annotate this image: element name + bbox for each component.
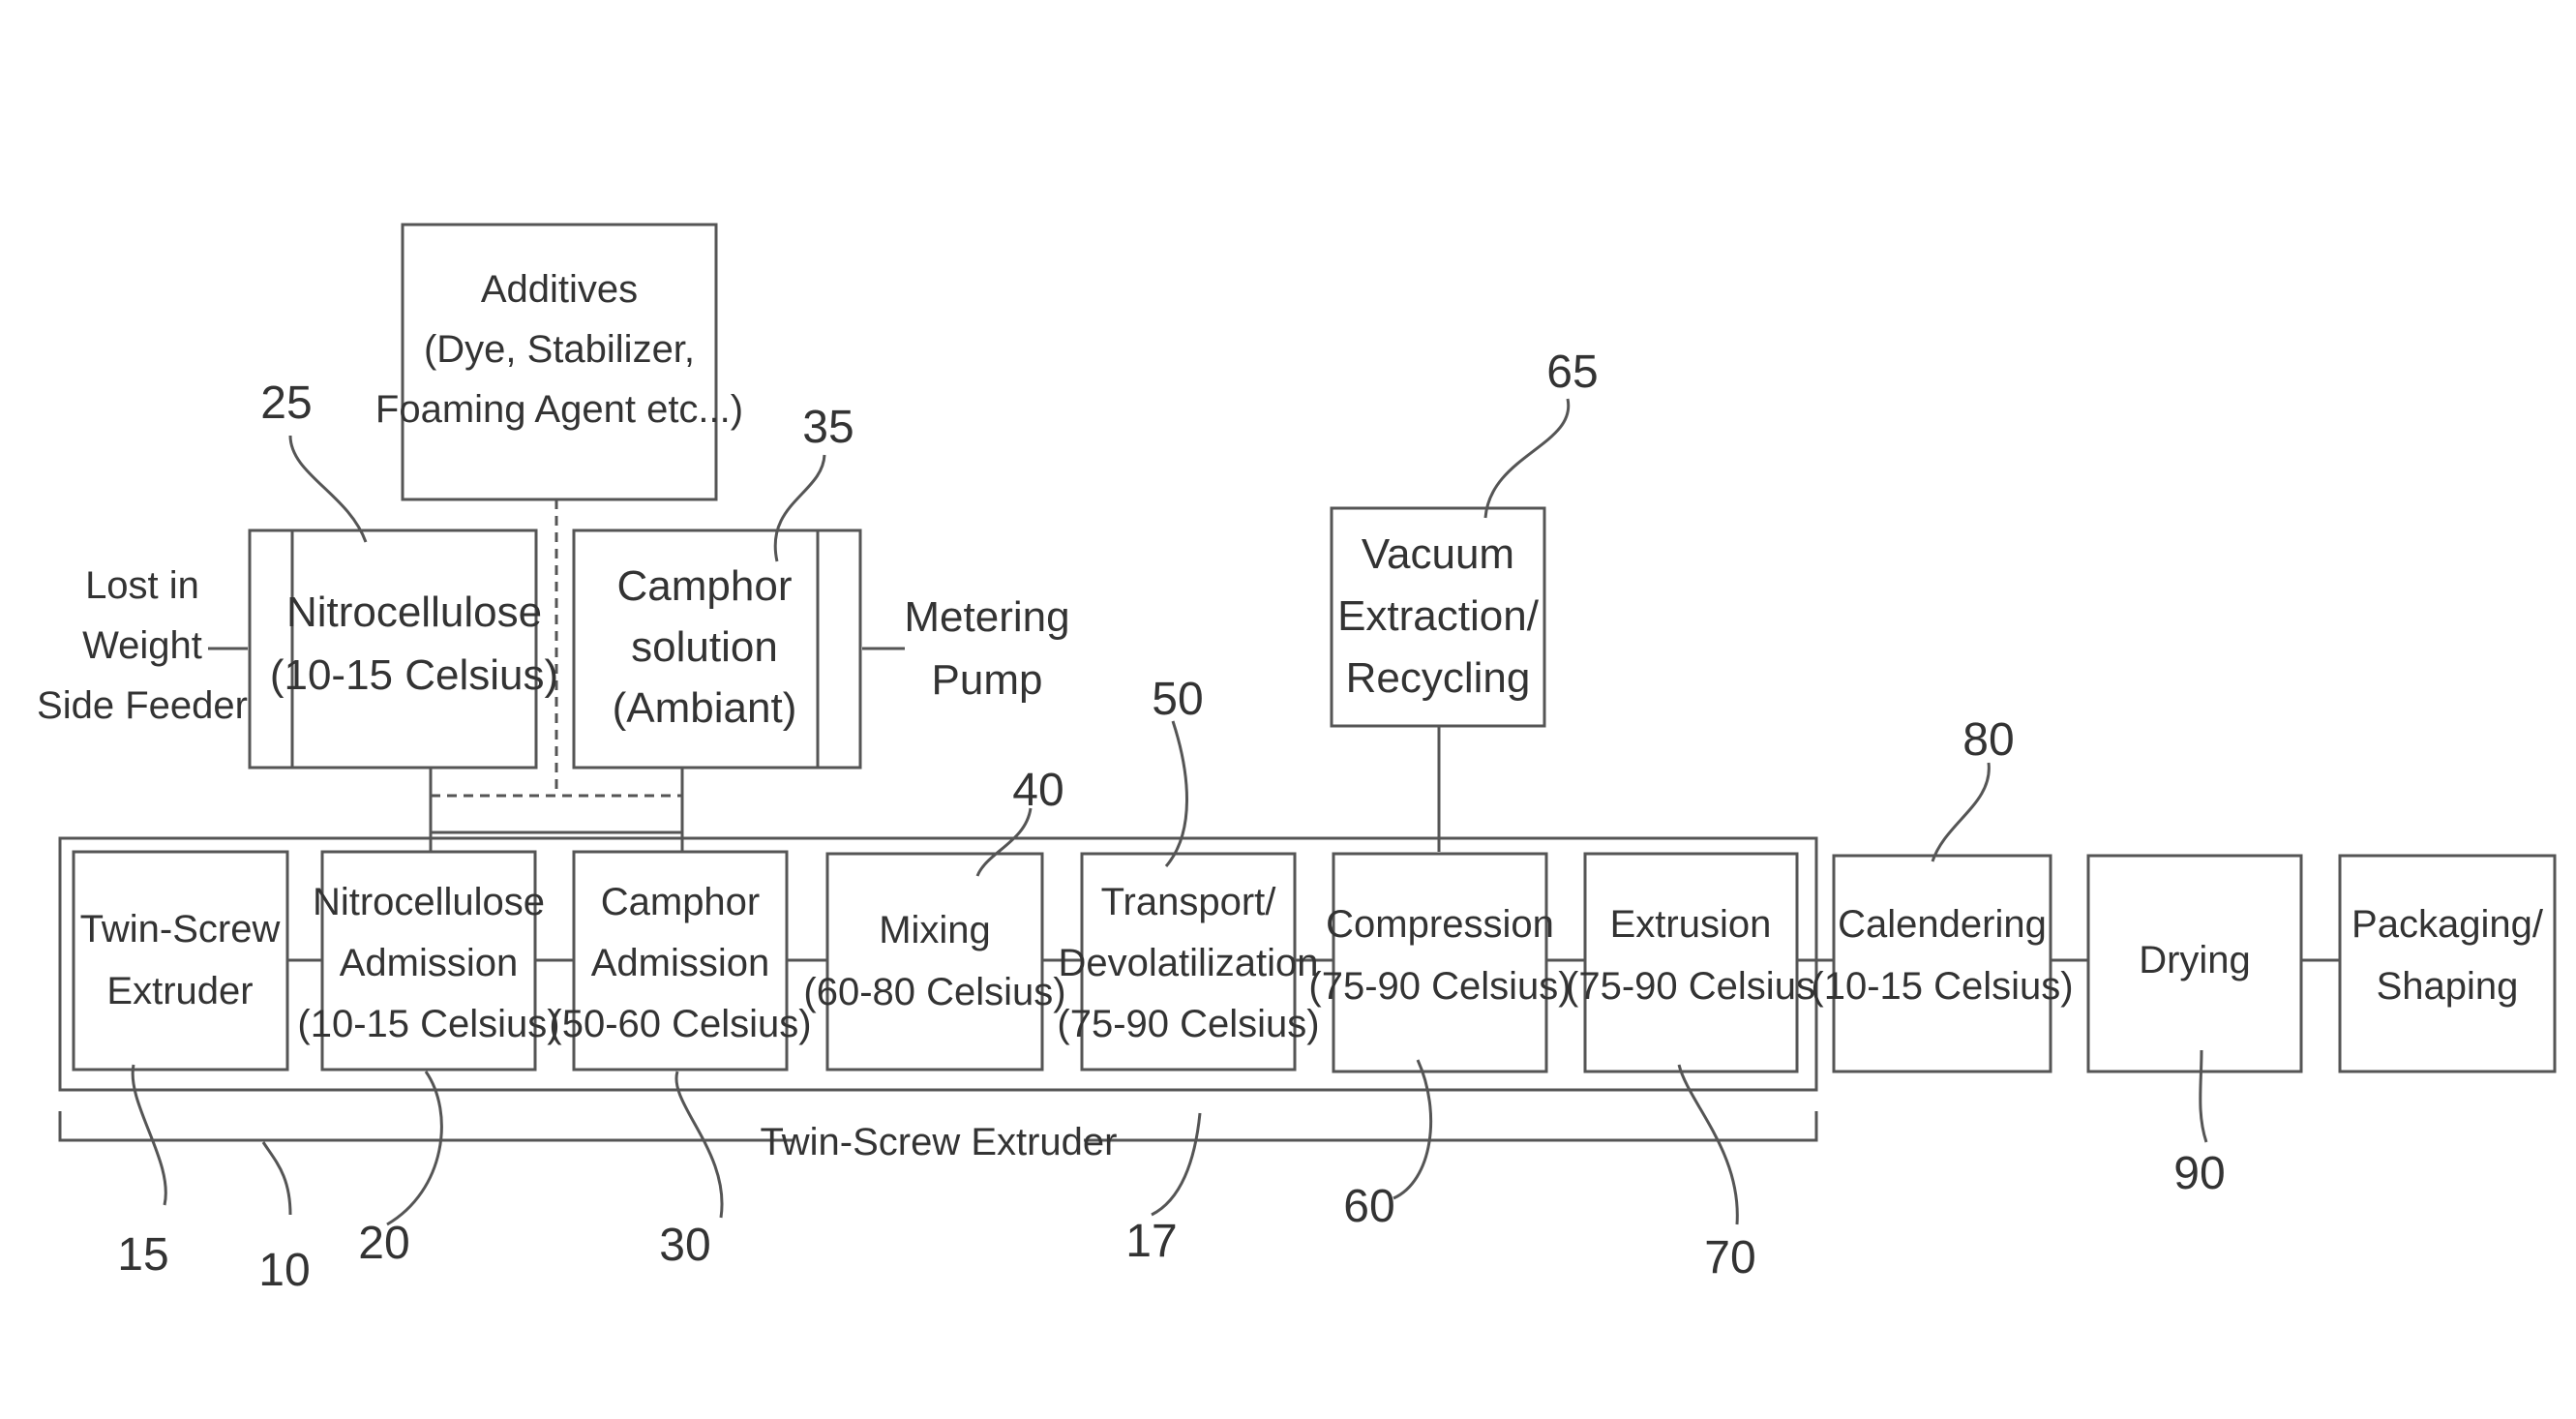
compression-box: Compression (75-90 Celsius) bbox=[1308, 854, 1571, 1072]
leader-15 bbox=[133, 1065, 165, 1205]
ref-25: 25 bbox=[260, 377, 312, 429]
drying-box: Drying bbox=[2088, 856, 2301, 1072]
calendering-line-1: Calendering bbox=[1838, 903, 2047, 946]
twin-screw-line-2: Extruder bbox=[106, 970, 253, 1012]
nitro-admission-line-3: (10-15 Celsius) bbox=[297, 1003, 559, 1045]
transport-line-1: Transport/ bbox=[1101, 881, 1277, 923]
compression-line-2: (75-90 Celsius) bbox=[1308, 965, 1571, 1008]
ref-20: 20 bbox=[358, 1218, 409, 1269]
extruder-bracket: Twin-Screw Extruder bbox=[60, 1111, 1816, 1163]
camphor-admission-box: Camphor Admission (50-60 Celsius) bbox=[549, 852, 811, 1070]
camphor-solution-line-3: (Ambiant) bbox=[613, 684, 797, 732]
extrusion-line-2: (75-90 Celsius bbox=[1566, 965, 1815, 1008]
camphor-solution-line-1: Camphor bbox=[617, 562, 793, 610]
ref-65: 65 bbox=[1546, 347, 1598, 398]
feeder-line-1: Lost in bbox=[85, 564, 199, 607]
ref-70: 70 bbox=[1704, 1232, 1755, 1283]
extrusion-box: Extrusion (75-90 Celsius bbox=[1566, 854, 1815, 1072]
nitrocellulose-feeder-box: Nitrocellulose (10-15 Celsius) bbox=[250, 530, 558, 768]
nitro-admission-box: Nitrocellulose Admission (10-15 Celsius) bbox=[297, 852, 559, 1070]
extrusion-line-1: Extrusion bbox=[1610, 903, 1772, 946]
leader-25 bbox=[290, 436, 366, 542]
vacuum-line-3: Recycling bbox=[1346, 654, 1531, 702]
nitro-admission-line-2: Admission bbox=[340, 942, 519, 984]
transport-box: Transport/ Devolatilization (75-90 Celsi… bbox=[1057, 854, 1319, 1070]
ref-40: 40 bbox=[1012, 765, 1063, 816]
bracket-right bbox=[1084, 1111, 1816, 1140]
reference-leaders bbox=[133, 399, 2206, 1224]
compression-line-1: Compression bbox=[1326, 903, 1554, 946]
packaging-box: Packaging/ Shaping bbox=[2340, 856, 2555, 1072]
ref-50: 50 bbox=[1152, 674, 1203, 725]
additives-box: Additives (Dye, Stabilizer, Foaming Agen… bbox=[375, 225, 743, 499]
additives-line-3: Foaming Agent etc...) bbox=[375, 388, 743, 431]
drying-line-1: Drying bbox=[2139, 939, 2251, 981]
mixing-line-1: Mixing bbox=[879, 909, 991, 951]
mixing-line-2: (60-80 Celsius) bbox=[803, 971, 1065, 1013]
packaging-line-2: Shaping bbox=[2377, 965, 2519, 1008]
leader-10 bbox=[263, 1142, 290, 1215]
packaging-line-1: Packaging/ bbox=[2351, 903, 2544, 946]
nitro-feed-line-2: (10-15 Celsius) bbox=[270, 651, 558, 699]
ref-17: 17 bbox=[1125, 1216, 1177, 1267]
ref-15: 15 bbox=[117, 1229, 168, 1281]
leader-50 bbox=[1166, 721, 1187, 866]
camphor-solution-box: Camphor solution (Ambiant) bbox=[574, 530, 860, 768]
ref-60: 60 bbox=[1343, 1181, 1394, 1232]
nitro-admission-line-1: Nitrocellulose bbox=[313, 881, 545, 923]
camphor-admission-line-1: Camphor bbox=[601, 881, 761, 923]
ref-90: 90 bbox=[2173, 1148, 2225, 1199]
pump-line-1: Metering bbox=[904, 593, 1069, 641]
leader-60 bbox=[1393, 1060, 1431, 1198]
nitro-feed-line-1: Nitrocellulose bbox=[286, 589, 542, 636]
ref-10: 10 bbox=[258, 1245, 310, 1296]
vacuum-box: Vacuum Extraction/ Recycling bbox=[1332, 508, 1544, 726]
bracket-left bbox=[60, 1111, 794, 1140]
leader-20 bbox=[387, 1072, 441, 1224]
bracket-label: Twin-Screw Extruder bbox=[761, 1121, 1118, 1163]
pump-line-2: Pump bbox=[932, 656, 1043, 704]
leader-65 bbox=[1485, 399, 1569, 518]
twin-screw-box: Twin-Screw Extruder bbox=[74, 852, 287, 1070]
leader-80 bbox=[1932, 763, 1989, 861]
camphor-solution-line-2: solution bbox=[631, 623, 778, 671]
leader-30 bbox=[676, 1072, 722, 1218]
feeder-label: Lost in Weight Side Feeder bbox=[37, 564, 248, 727]
ref-30: 30 bbox=[659, 1220, 710, 1271]
leader-17 bbox=[1152, 1113, 1200, 1215]
feeder-line-2: Weight bbox=[82, 624, 202, 667]
vacuum-line-1: Vacuum bbox=[1362, 530, 1514, 578]
camphor-admission-line-2: Admission bbox=[591, 942, 770, 984]
transport-line-3: (75-90 Celsius) bbox=[1057, 1003, 1319, 1045]
transport-line-2: Devolatilization bbox=[1058, 942, 1318, 984]
additives-line-1: Additives bbox=[481, 268, 638, 311]
additives-line-2: (Dye, Stabilizer, bbox=[424, 328, 695, 371]
pump-label: Metering Pump bbox=[904, 593, 1069, 704]
calendering-line-2: (10-15 Celsius) bbox=[1811, 965, 2073, 1008]
mixing-box: Mixing (60-80 Celsius) bbox=[803, 854, 1065, 1070]
vacuum-line-2: Extraction/ bbox=[1337, 592, 1540, 640]
ref-80: 80 bbox=[1962, 714, 2014, 766]
ref-35: 35 bbox=[802, 402, 854, 453]
calendering-box: Calendering (10-15 Celsius) bbox=[1811, 856, 2073, 1072]
feeder-line-3: Side Feeder bbox=[37, 684, 248, 727]
camphor-admission-line-3: (50-60 Celsius) bbox=[549, 1003, 811, 1045]
twin-screw-line-1: Twin-Screw bbox=[80, 908, 281, 951]
